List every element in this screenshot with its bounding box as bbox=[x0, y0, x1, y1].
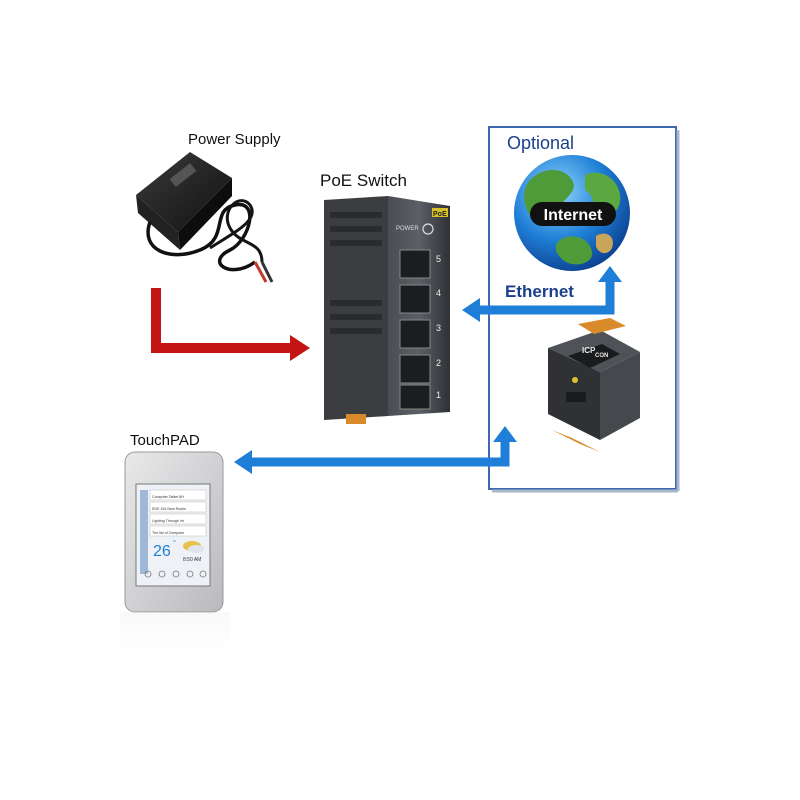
svg-text:4: 4 bbox=[436, 288, 441, 298]
svg-text:5: 5 bbox=[436, 254, 441, 264]
icpcon-module-icon: ICP CON bbox=[548, 318, 640, 452]
temperature-readout: 26 bbox=[153, 543, 171, 560]
touchpad-device: Computer Tablet 8H EDE 154 New Routin Li… bbox=[124, 451, 224, 613]
ethernet-label: Ethernet bbox=[505, 282, 574, 301]
poe-switch-device: PoE POWER 5 4 3 2 1 bbox=[324, 196, 450, 424]
power-arrow bbox=[151, 288, 292, 353]
svg-text:1: 1 bbox=[436, 390, 441, 400]
touchpad-label: TouchPAD bbox=[130, 432, 200, 449]
internet-globe-icon bbox=[514, 155, 630, 271]
svg-text:PoE: PoE bbox=[433, 211, 447, 218]
svg-text:CON: CON bbox=[595, 353, 608, 359]
svg-text:°: ° bbox=[173, 539, 176, 547]
svg-text:Computer Tablet 8H: Computer Tablet 8H bbox=[152, 495, 184, 499]
svg-text:EDE 154 New Routin: EDE 154 New Routin bbox=[152, 507, 186, 511]
power-supply-icon bbox=[136, 152, 274, 283]
ethernet-arrow bbox=[478, 280, 615, 315]
svg-text:The list of Computer: The list of Computer bbox=[152, 531, 185, 535]
svg-text:Lighting Through Int: Lighting Through Int bbox=[152, 519, 184, 523]
power-supply-label: Power Supply bbox=[188, 131, 281, 148]
svg-text:2: 2 bbox=[436, 358, 441, 368]
internet-label: Internet bbox=[544, 207, 603, 224]
svg-text:8:50 AM: 8:50 AM bbox=[183, 557, 201, 563]
touchpad-link-arrow bbox=[250, 440, 510, 467]
svg-text:3: 3 bbox=[436, 323, 441, 333]
svg-text:ICP: ICP bbox=[582, 346, 596, 355]
svg-text:POWER: POWER bbox=[396, 226, 419, 232]
optional-label: Optional bbox=[507, 133, 574, 153]
poe-switch-label: PoE Switch bbox=[320, 171, 407, 190]
